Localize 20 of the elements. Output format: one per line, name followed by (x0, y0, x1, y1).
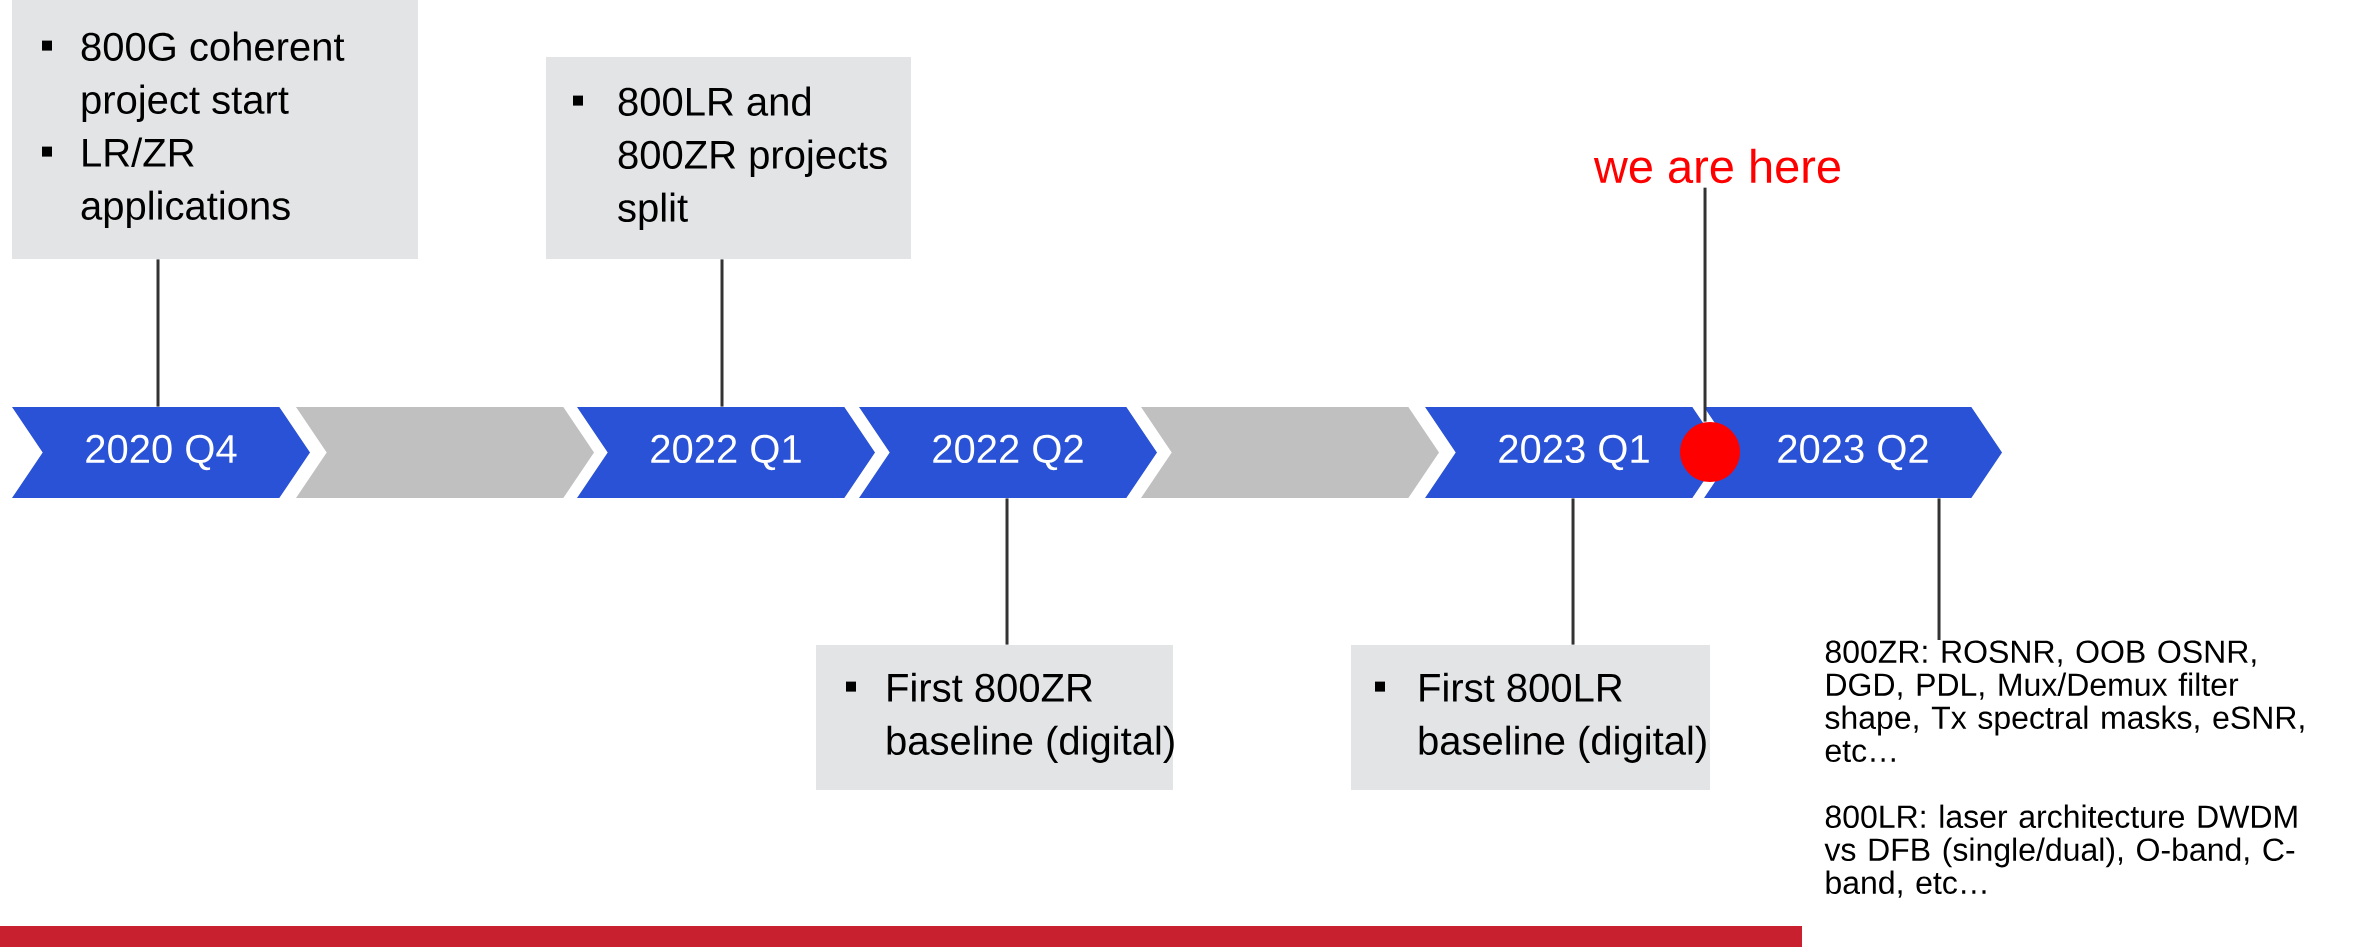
milestone-box: 800G coherent project start LR/ZR applications (12, 0, 418, 259)
connector-line (720, 259, 724, 407)
status-label: we are here (1593, 148, 1840, 184)
timeline-segment: 2023 Q2 (1704, 407, 2003, 498)
connector-line (1937, 498, 1941, 640)
timeline-segment: 2020 Q4 (12, 407, 310, 498)
milestone-box: 800LR and 800ZR projects split (546, 57, 911, 259)
milestone-box: First 800LR baseline (digital) (1351, 645, 1711, 790)
timeline-segment (1141, 407, 1439, 498)
connector-line (1571, 498, 1575, 645)
note-text: 800LR: laser architecture DWDM vs DFB (single/dual), O-band, C-band, etc… (1824, 804, 2297, 898)
connector-line (1005, 498, 1009, 645)
position-marker (1680, 422, 1741, 482)
connector-line (1703, 187, 1707, 422)
timeline-segment: 2022 Q1 (577, 407, 875, 498)
connector-line (156, 259, 160, 407)
note-text: 800ZR: ROSNR, OOB OSNR, DGD, PDL, Mux/Demux filter shape, Tx spectral masks, eSNR, etc… (1825, 640, 2304, 763)
milestone-box: First 800ZR baseline (digital) (816, 645, 1174, 790)
timeline-segment (296, 407, 594, 498)
timeline-segment: 2022 Q2 (859, 407, 1157, 498)
